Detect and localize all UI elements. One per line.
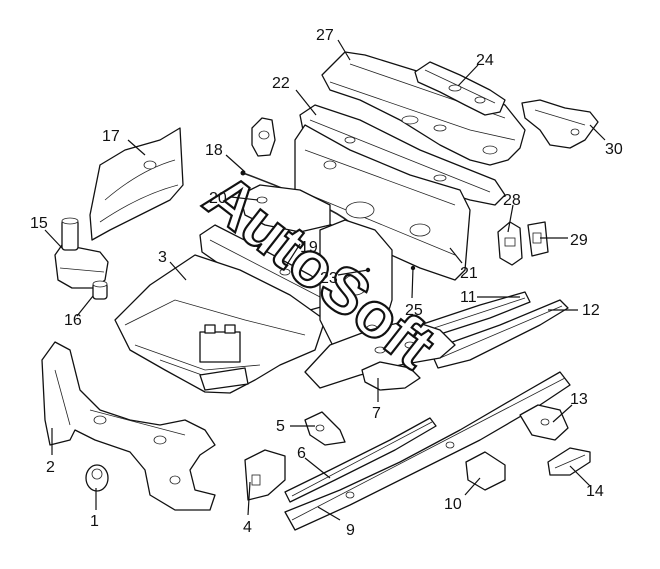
part-25-mid-floor [304,319,456,389]
callout-27: 27 [316,27,334,44]
callout-7: 7 [372,405,381,422]
callout-5: 5 [276,418,285,435]
part-6-sill [284,417,437,503]
part-9-rocker [284,371,571,531]
callout-12: 12 [582,302,600,319]
part-24-bracket [414,61,506,116]
callout-14: 14 [586,483,604,500]
callout-19: 19 [300,239,318,256]
part-28-bracket [497,221,523,266]
callout-16: 16 [64,312,82,329]
callout-11: 11 [460,289,477,306]
callout-22: 22 [272,75,290,92]
callout-28: 28 [503,192,521,209]
callout-15: 15 [30,215,48,232]
callout-1: 1 [90,513,99,530]
callout-9: 9 [346,522,355,539]
callout-29: 29 [570,232,588,249]
callout-24: 24 [476,52,494,69]
callout-4: 4 [243,519,252,536]
part-29-bracket [527,221,549,257]
part-10-bracket [465,451,506,491]
callout-3: 3 [158,249,167,266]
callout-30: 30 [605,141,623,158]
part-20-mount [239,184,331,233]
callout-2: 2 [46,459,55,476]
part-12-rail [429,299,569,369]
leader-lines [44,39,606,521]
part-22-upper-cowl [299,104,506,206]
callout-10: 10 [444,496,462,513]
part-23-tunnel [319,219,393,356]
callout-6: 6 [297,445,306,462]
part-1-grommet [85,464,109,492]
part-21-bulkhead [294,124,471,281]
callout-13: 13 [570,391,588,408]
part-14-bracket [547,447,591,476]
callout-25: 25 [405,302,423,319]
part-30-side-bracket [521,99,599,149]
part-17-wheel-arch [89,127,184,241]
callout-18: 18 [205,142,223,159]
part-15-reservoir [54,217,109,289]
part-rubber-mount [251,117,276,157]
part-5-bracket [304,411,346,446]
part-2-front-structure [41,341,216,511]
callout-labels: 1 2 3 4 5 6 7 9 10 11 12 13 14 15 16 17 … [30,27,623,539]
part-3-floor-pan [114,254,326,394]
callout-17: 17 [102,128,120,145]
part-7-bracket [361,361,421,391]
part-16-grommet [92,280,108,300]
callout-23: 23 [320,270,338,287]
part-13-bracket [519,404,569,441]
part-27-cowl-panel [321,51,526,166]
part-4-bracket [244,449,286,501]
callout-20: 20 [209,190,227,207]
callout-21: 21 [460,265,478,282]
